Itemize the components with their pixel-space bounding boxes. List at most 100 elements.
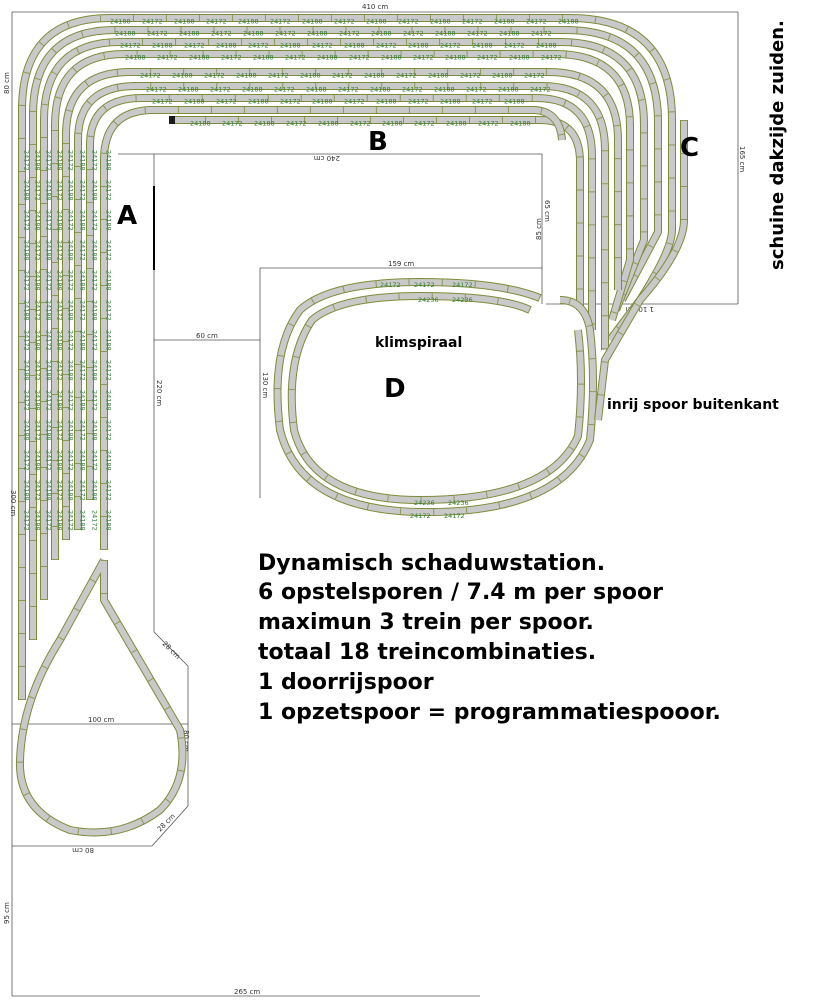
track-code-label: 24188 xyxy=(23,300,31,321)
track-code-label: 24188 xyxy=(23,180,31,201)
track-code-label: 24188 xyxy=(440,98,461,106)
track-code-label: 24188 xyxy=(79,270,87,291)
track-code-label: 24172 xyxy=(67,150,75,171)
track-code-label: 24172 xyxy=(23,210,31,231)
track-code-label: 24172 xyxy=(210,86,231,94)
track-code-label: 24172 xyxy=(45,330,53,351)
dim-b-drop2: 85 cm xyxy=(535,218,543,240)
track-code-label: 24172 xyxy=(45,210,53,231)
track-yard-5-rail-inner xyxy=(63,69,621,540)
track-code-label: 24188 xyxy=(318,120,339,128)
track-code-label: 24172 xyxy=(140,72,161,80)
dim-loop-right: 80 cm xyxy=(182,730,190,752)
track-code-label: 24188 xyxy=(34,510,42,531)
track-code-label: 24172 xyxy=(23,450,31,471)
track-code-label: 24188 xyxy=(366,18,387,26)
track-code-label: 24188 xyxy=(236,72,257,80)
track-code-label: 24188 xyxy=(45,420,53,441)
section-label-d: D xyxy=(384,374,406,404)
dimension-lines xyxy=(11,11,739,997)
track-code-label: 24188 xyxy=(558,18,579,26)
track-code-label: 24188 xyxy=(105,210,113,231)
track-code-label: 24172 xyxy=(477,54,498,62)
dim-right-height: 165 cm xyxy=(738,146,746,172)
track-code-label: 24188 xyxy=(317,54,338,62)
track-code-label: 24172 xyxy=(34,300,42,321)
section-label-a: A xyxy=(117,201,137,231)
track-code-label: 24188 xyxy=(302,18,323,26)
track-code-label: 24172 xyxy=(152,98,173,106)
spiral-track-code-label: 24172 xyxy=(444,512,465,520)
track-code-label: 24188 xyxy=(23,480,31,501)
track-spiral-inner-rail-ties xyxy=(288,292,584,504)
track-spiral-outer-rail-inner xyxy=(274,279,596,516)
track-code-label: 24188 xyxy=(238,18,259,26)
track-code-label: 24188 xyxy=(254,120,275,128)
track-code-label: 24172 xyxy=(105,420,113,441)
track-code-label: 24172 xyxy=(530,86,551,94)
track-code-label: 24172 xyxy=(460,72,481,80)
note-line-6: 1 opzetspoor = programmatiespooor. xyxy=(258,700,721,725)
track-code-label: 24172 xyxy=(408,98,429,106)
track-code-label: 24188 xyxy=(56,390,64,411)
track-code-label: 24188 xyxy=(216,42,237,50)
track-code-label: 24188 xyxy=(110,18,131,26)
track-code-label: 24188 xyxy=(364,72,385,80)
spiral-track-code-label: 24172 xyxy=(380,281,401,289)
track-spiral-inner-rail-inner xyxy=(288,293,584,503)
track-code-label: 24172 xyxy=(274,86,295,94)
track-code-label: 24188 xyxy=(91,420,99,441)
spiral-track-code-label: 24236 xyxy=(418,296,439,304)
track-code-label: 24188 xyxy=(91,240,99,261)
track-code-label: 24172 xyxy=(79,180,87,201)
dim-bottom-width: 265 cm xyxy=(234,988,260,996)
track-yard-2-rail-inner xyxy=(30,27,661,640)
track-code-label: 24172 xyxy=(105,480,113,501)
spiral-label: klimspiraal xyxy=(375,335,462,351)
track-code-label: 24188 xyxy=(105,270,113,291)
track-code-label: 24188 xyxy=(115,30,136,38)
track-code-label: 24172 xyxy=(403,30,424,38)
track-code-label: 24172 xyxy=(376,42,397,50)
track-code-label: 24188 xyxy=(91,180,99,201)
track-code-label: 24172 xyxy=(270,18,291,26)
track-code-label: 24172 xyxy=(56,240,64,261)
track-code-label: 24172 xyxy=(56,420,64,441)
track-code-label: 24188 xyxy=(23,240,31,261)
track-code-label: 24172 xyxy=(248,42,269,50)
track-code-label: 24188 xyxy=(152,42,173,50)
track-code-label: 24172 xyxy=(147,30,168,38)
track-code-label: 24188 xyxy=(56,210,64,231)
track-code-label: 24172 xyxy=(462,18,483,26)
track-code-label: 24172 xyxy=(280,98,301,106)
track-code-label: 24188 xyxy=(56,510,64,531)
track-yard-7-rail-outer xyxy=(86,94,596,500)
track-code-label: 24188 xyxy=(23,360,31,381)
track-code-label: 24188 xyxy=(312,98,333,106)
section-label-b: B xyxy=(368,127,388,157)
dim-loop-width: 100 cm xyxy=(88,716,114,724)
track-code-label: 24188 xyxy=(67,240,75,261)
track-code-label: 24172 xyxy=(67,270,75,291)
track-yard-1-rail-inner xyxy=(19,15,675,700)
track-code-label: 24188 xyxy=(172,72,193,80)
note-line-3: maximun 3 trein per spoor. xyxy=(258,610,594,635)
track-code-label: 24172 xyxy=(23,510,31,531)
track-code-label: 24188 xyxy=(430,18,451,26)
track-prog-track-rail-inner xyxy=(172,117,583,310)
track-code-label: 24172 xyxy=(79,480,87,501)
track-code-label: 24172 xyxy=(23,390,31,411)
track-code-label: 24172 xyxy=(79,300,87,321)
track-code-label: 24172 xyxy=(56,480,64,501)
track-code-label: 24172 xyxy=(184,42,205,50)
dim-left-side: 300 cm xyxy=(9,490,17,516)
track-code-label: 24188 xyxy=(504,98,525,106)
track-code-label: 24172 xyxy=(91,270,99,291)
track-code-label: 24172 xyxy=(91,210,99,231)
spiral-track-code-label: 24172 xyxy=(410,512,431,520)
track-code-label: 24188 xyxy=(494,18,515,26)
spiral-track-code-label: 24172 xyxy=(452,281,473,289)
track-code-label: 24172 xyxy=(34,420,42,441)
